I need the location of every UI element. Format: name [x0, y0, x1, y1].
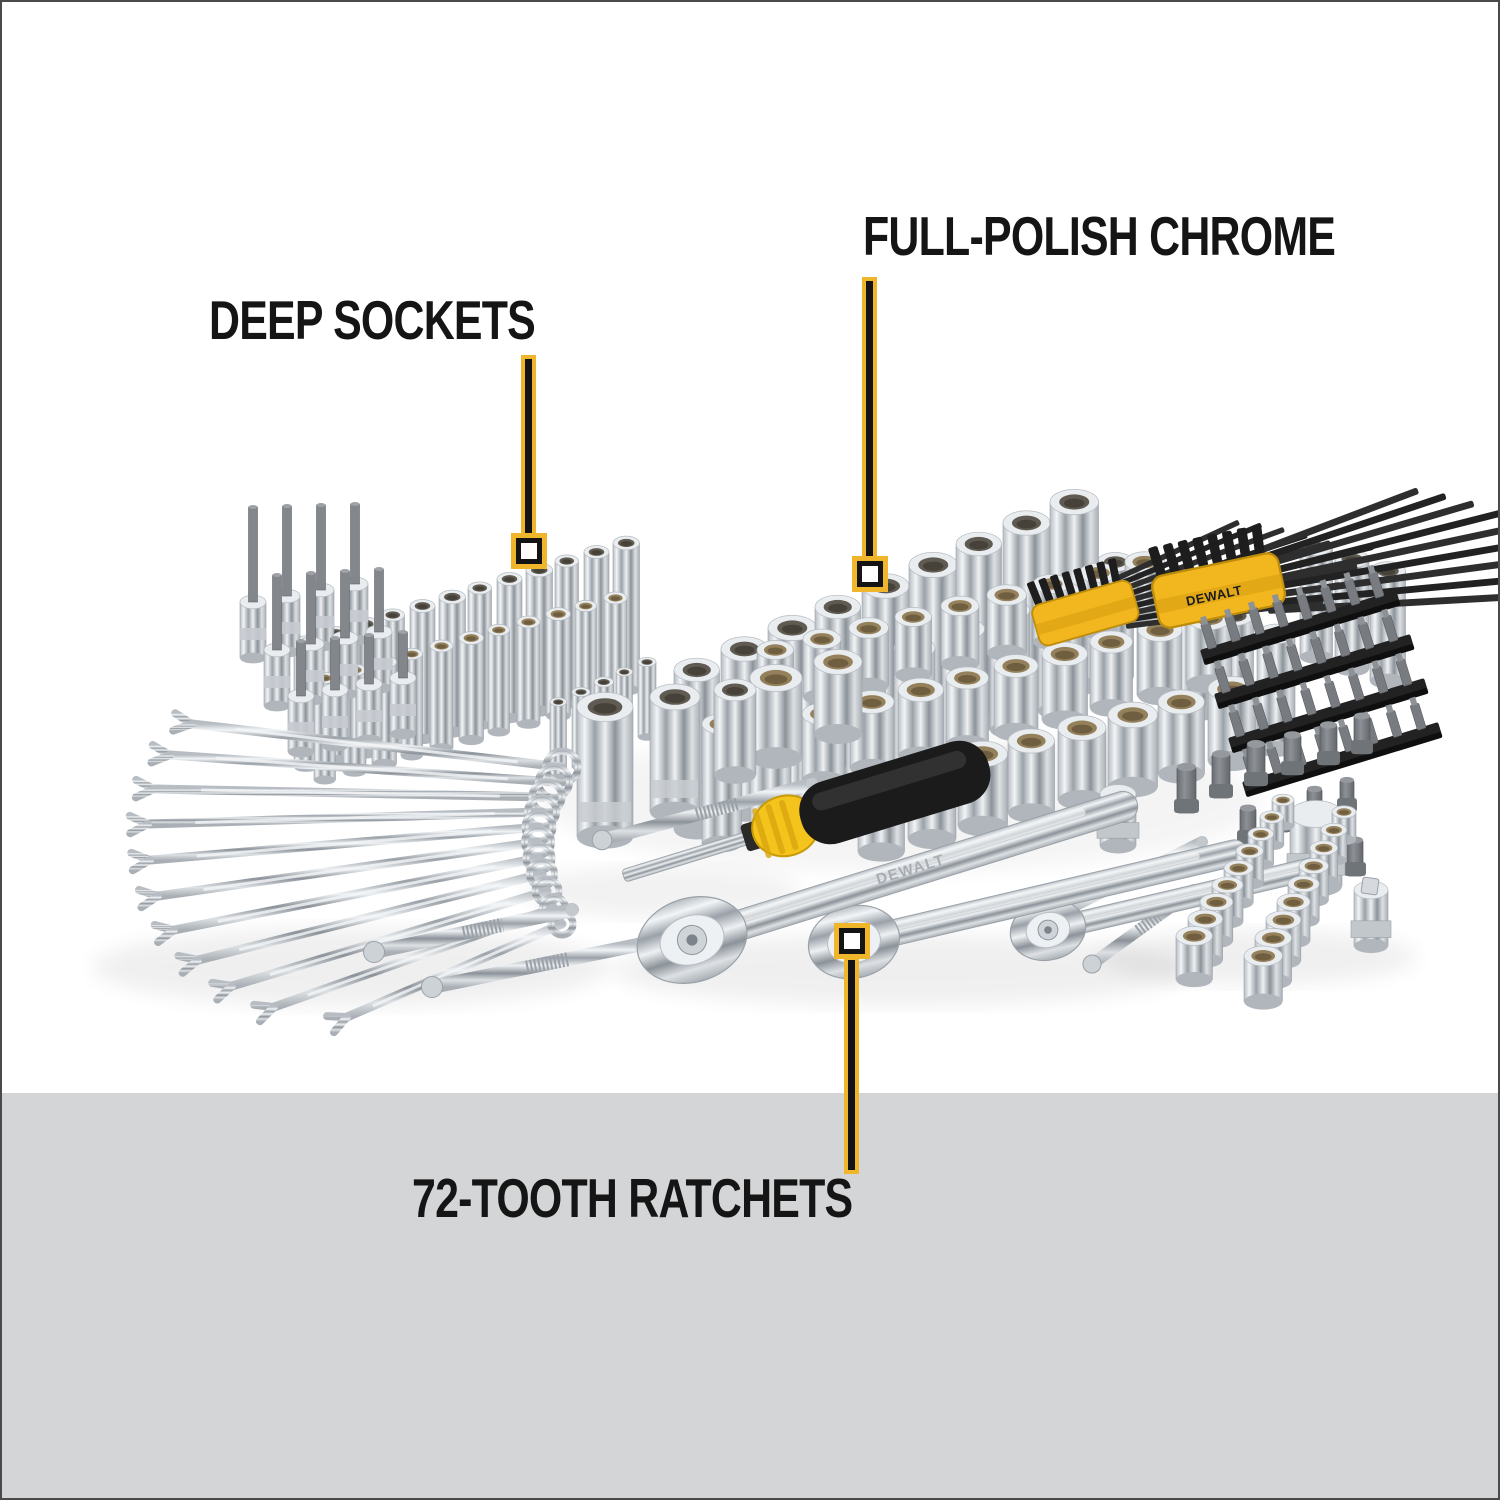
deep-sockets-marker: [511, 533, 547, 569]
full-polish-chrome-marker: [852, 556, 888, 592]
deep-sockets-leader-line: [521, 355, 536, 539]
hex-key-sets: [1026, 487, 1498, 647]
ratchets-label: 72-TOOTH RATCHETS: [412, 1167, 853, 1229]
bit-assortment: [1174, 564, 1443, 888]
deep-sockets-label: DEEP SOCKETS: [209, 289, 536, 351]
wrench-set: [125, 709, 582, 1037]
full-polish-chrome-leader-line: [862, 277, 877, 562]
ratchets-marker: [834, 923, 870, 959]
floor-background: [2, 1093, 1498, 1498]
full-polish-chrome-label: FULL-POLISH CHROME: [863, 205, 1336, 267]
small-socket-rails: [1175, 793, 1357, 1010]
hex-bit-sockets: [239, 502, 417, 758]
ratchets-leader-line: [844, 956, 859, 1174]
